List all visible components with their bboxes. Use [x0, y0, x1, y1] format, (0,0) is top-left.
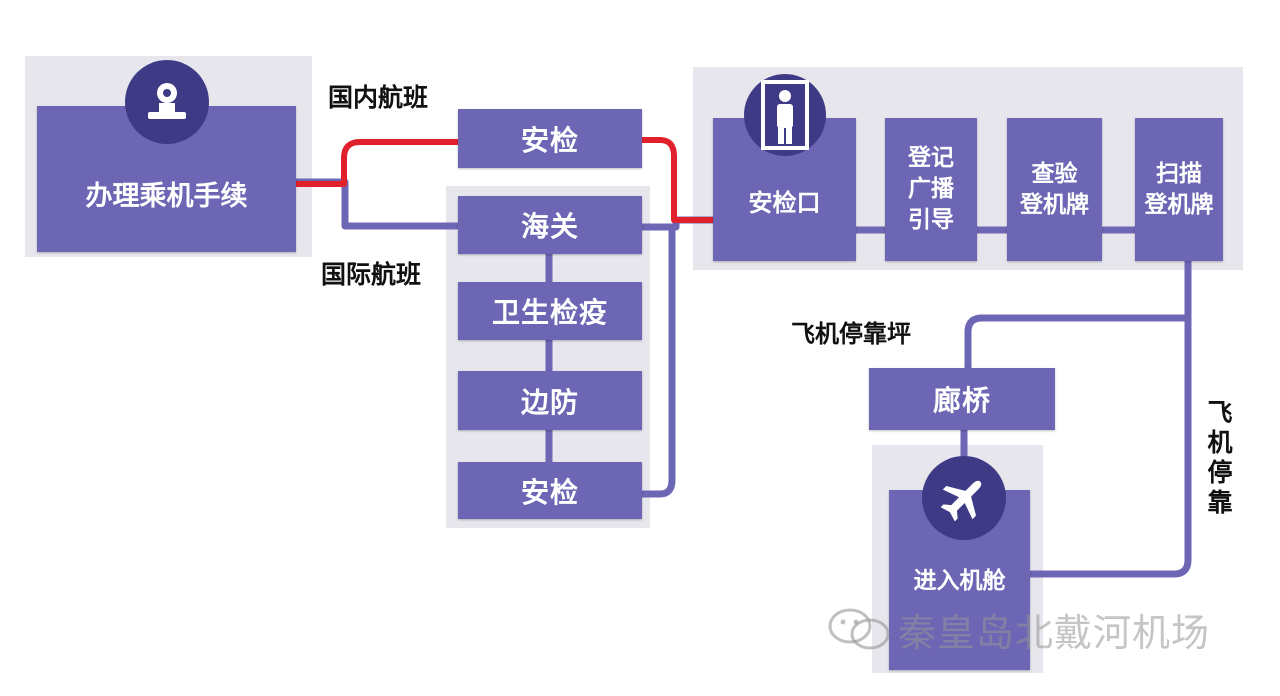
international-route-line — [292, 178, 462, 230]
international-security-label: 安检 — [520, 475, 579, 509]
border-control-label: 边防 — [520, 385, 579, 419]
airplane-icon — [940, 480, 982, 522]
wechat-icon — [826, 606, 892, 656]
parked-label: 飞机停靠 — [1207, 398, 1233, 517]
scan-to-bridge-line — [964, 258, 1192, 374]
international-flight-label: 国际航班 — [321, 260, 422, 289]
domestic-flight-label: 国内航班 — [328, 83, 429, 112]
intl-security-loop-line — [638, 224, 676, 498]
jet-bridge-node: 廊桥 — [869, 368, 1055, 430]
scan-pass-node: 扫描 登机牌 — [1135, 118, 1223, 261]
checkin-label: 办理乘机手续 — [85, 180, 248, 212]
enter-cabin-label: 进入机舱 — [913, 567, 1006, 594]
domestic-security-label: 安检 — [520, 123, 579, 157]
border-control-node: 边防 — [458, 371, 642, 430]
person-checkin-icon — [148, 83, 186, 119]
quarantine-node: 卫生检疫 — [458, 282, 642, 340]
apron-label: 飞机停靠坪 — [791, 320, 911, 348]
domestic-security-node: 安检 — [458, 109, 642, 168]
security-gate-label: 安检口 — [748, 189, 821, 217]
broadcast-line-3: 引导 — [908, 207, 954, 233]
broadcast-line-2: 广播 — [908, 176, 954, 202]
jet-bridge-label: 廊桥 — [932, 384, 991, 417]
verify-line-1: 查验 — [1031, 160, 1078, 187]
gate-icon-circle — [744, 74, 826, 156]
international-security-node: 安检 — [458, 462, 642, 519]
verify-line-2: 登机牌 — [1020, 191, 1089, 218]
checkin-icon-circle — [125, 60, 209, 144]
scan-line-2: 登机牌 — [1144, 191, 1214, 218]
scan-to-cabin-line — [1026, 258, 1192, 578]
customs-label: 海关 — [520, 210, 579, 243]
broadcast-guide-node: 登记 广播 引导 — [885, 118, 977, 261]
airplane-icon-circle — [922, 456, 1006, 540]
customs-node: 海关 — [458, 196, 642, 254]
broadcast-line-1: 登记 — [908, 145, 954, 171]
watermark-text: 秦皇岛北戴河机场 — [898, 611, 1211, 655]
scan-line-1: 扫描 — [1156, 160, 1202, 187]
security-door-icon — [761, 80, 809, 150]
quarantine-label: 卫生检疫 — [491, 296, 608, 329]
domestic-route-line — [293, 137, 715, 223]
verify-pass-node: 查验 登机牌 — [1007, 118, 1102, 261]
